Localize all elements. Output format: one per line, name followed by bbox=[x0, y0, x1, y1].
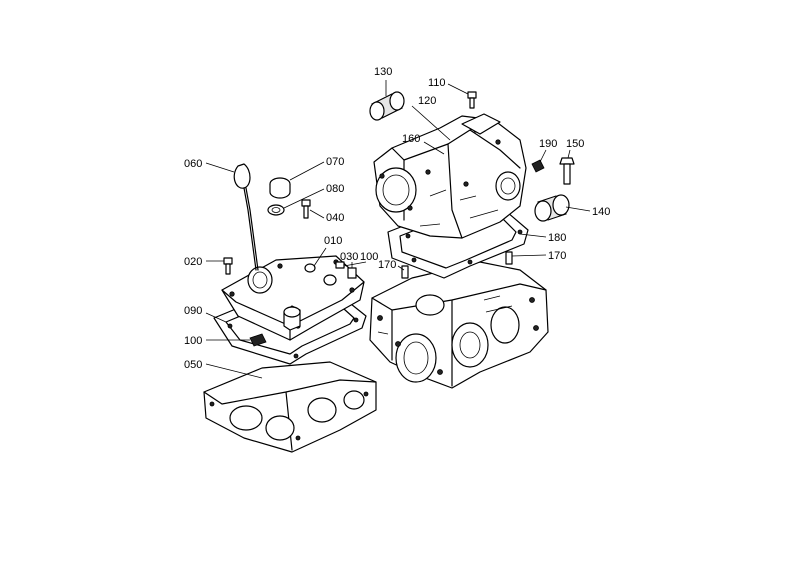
callout-label: 150 bbox=[566, 138, 584, 150]
callout-040: 040 bbox=[309, 209, 344, 224]
callout-080: 080 bbox=[283, 183, 344, 209]
callout-140: 140 bbox=[565, 206, 610, 218]
callout-160: 160 bbox=[402, 133, 445, 155]
callout-label: 170 bbox=[378, 259, 396, 271]
callout-030: 030 bbox=[340, 251, 358, 268]
callout-120: 120 bbox=[411, 95, 451, 141]
callout-170-right: 170 bbox=[511, 250, 566, 262]
cover-010 bbox=[221, 255, 365, 341]
callout-100-upper: 100 bbox=[343, 251, 378, 267]
cover-housing-120 bbox=[373, 113, 527, 239]
callout-label: 050 bbox=[184, 359, 202, 371]
callout-170-left: 170 bbox=[378, 259, 405, 271]
callout-180: 180 bbox=[519, 232, 566, 244]
callout-label: 130 bbox=[374, 66, 392, 78]
callout-label: 070 bbox=[326, 156, 344, 168]
left-transmission-case bbox=[203, 361, 377, 453]
plug-190 bbox=[531, 159, 545, 173]
bushing-130 bbox=[369, 91, 405, 121]
bolt-040 bbox=[301, 199, 311, 219]
callout-label: 180 bbox=[548, 232, 566, 244]
callout-label: 170 bbox=[548, 250, 566, 262]
callout-130: 130 bbox=[374, 66, 392, 96]
dipstick-060 bbox=[233, 163, 259, 271]
callout-010: 010 bbox=[313, 235, 342, 267]
callout-050: 050 bbox=[184, 359, 263, 379]
callout-150: 150 bbox=[566, 138, 584, 159]
callout-label: 140 bbox=[592, 206, 610, 218]
callout-label: 040 bbox=[326, 212, 344, 224]
callout-label: 160 bbox=[402, 133, 420, 145]
callout-060: 060 bbox=[184, 158, 235, 173]
callout-label: 100 bbox=[360, 251, 378, 263]
callout-label: 030 bbox=[340, 251, 358, 263]
callout-label: 110 bbox=[428, 77, 446, 89]
callout-070: 070 bbox=[289, 156, 344, 181]
callout-020: 020 bbox=[184, 256, 224, 268]
part-100-lower bbox=[249, 333, 267, 347]
callout-label: 090 bbox=[184, 305, 202, 317]
callout-label: 010 bbox=[324, 235, 342, 247]
callout-190: 190 bbox=[539, 138, 557, 163]
bushing-140 bbox=[534, 194, 570, 222]
bolt-020 bbox=[223, 257, 233, 275]
callout-label: 100 bbox=[184, 335, 202, 347]
callout-label: 060 bbox=[184, 158, 202, 170]
callout-100-lower: 100 bbox=[184, 335, 250, 347]
bolt-110 bbox=[467, 91, 477, 109]
dowel-pins-170 bbox=[401, 251, 513, 279]
callout-110: 110 bbox=[428, 77, 469, 95]
bolt-150 bbox=[559, 157, 575, 185]
callout-label: 120 bbox=[418, 95, 436, 107]
callout-label: 190 bbox=[539, 138, 557, 150]
callout-label: 020 bbox=[184, 256, 202, 268]
filler-cap-070 bbox=[269, 177, 291, 199]
callouts: 130 110 120 160 190 150 140 180 bbox=[184, 66, 610, 379]
callout-090: 090 bbox=[184, 305, 227, 323]
callout-label: 080 bbox=[326, 183, 344, 195]
washer-080 bbox=[267, 204, 285, 216]
right-transmission-case bbox=[369, 261, 549, 389]
